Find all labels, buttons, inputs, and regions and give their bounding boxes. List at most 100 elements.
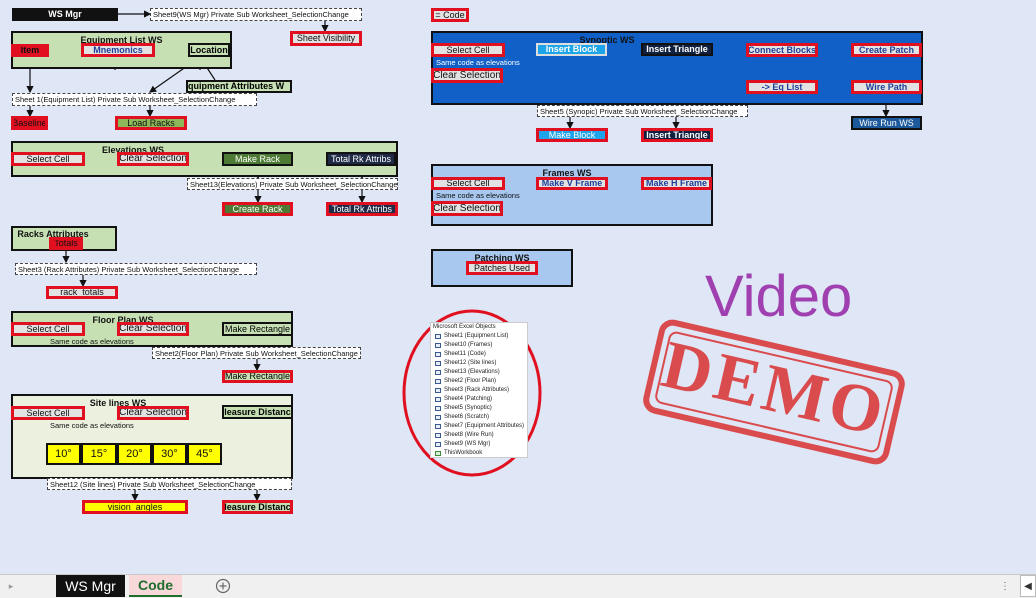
angle-buttons-row: 10° 15° 20° 30° 45° — [46, 443, 222, 465]
patching-title: Patching WS — [474, 253, 530, 263]
tab-ws-mgr[interactable]: WS Mgr — [56, 575, 125, 597]
angle-10-button[interactable]: 10° — [46, 443, 81, 465]
sheet-icon — [435, 397, 441, 402]
list-item[interactable]: Sheet3 (Rack Attributes) — [431, 386, 527, 395]
tab-options-icon[interactable]: ⋮ — [1000, 580, 1010, 592]
sheet13-code-label: Sheet13(Elevations) Private Sub Workshee… — [187, 178, 398, 190]
list-item[interactable]: ThisWorkbook — [431, 449, 527, 458]
make-rectangle-button[interactable]: Make Rectangle — [222, 322, 293, 336]
total-rk-attribs-macro-button[interactable]: Total Rk Attribs — [326, 202, 398, 216]
connect-blocks-button[interactable]: Connect Blocks — [746, 43, 818, 57]
sheet-icon — [435, 379, 441, 384]
wire-run-ws-button[interactable]: Wire Run WS — [851, 116, 922, 130]
sheet12-code-label: Sheet12 (Site lines) Private Sub Workshe… — [47, 478, 292, 490]
create-rack-button[interactable]: Create Rack — [222, 202, 293, 216]
rack-totals-button[interactable]: rack_totals — [46, 286, 118, 299]
sheet-tab-bar: ▸ WS Mgr Code ⋮ ◀ — [0, 574, 1036, 598]
video-watermark-text: Video — [705, 264, 853, 329]
elevations-title: Elevations WS — [101, 145, 164, 155]
insert-triangle-macro-button[interactable]: Insert Triangle — [641, 128, 713, 142]
elevations-select-cell-button[interactable]: Select Cell — [11, 152, 85, 166]
frames-same-code-note: Same code as elevations — [436, 191, 520, 200]
racks-attributes-title: Racks Attributes — [17, 229, 89, 239]
floorplan-select-cell-button[interactable]: Select Cell — [11, 322, 85, 336]
scroll-left-arrow-icon[interactable]: ◀ — [1020, 575, 1036, 597]
list-item[interactable]: Sheet10 (Frames) — [431, 341, 527, 350]
angle-20-button[interactable]: 20° — [117, 443, 152, 465]
object-label: Sheet2 (Floor Plan) — [444, 378, 497, 384]
insert-block-button[interactable]: Insert Block — [536, 43, 607, 56]
totals-button[interactable]: Totals — [49, 237, 83, 250]
object-label: Sheet6 (Scratch) — [444, 414, 490, 420]
frames-select-cell-button[interactable]: Select Cell — [431, 177, 505, 190]
make-rack-button[interactable]: Make Rack — [222, 152, 293, 166]
wire-path-button[interactable]: Wire Path — [851, 80, 922, 94]
list-item[interactable]: Sheet4 (Patching) — [431, 395, 527, 404]
patches-used-button[interactable]: Patches Used — [466, 261, 538, 275]
angle-45-button[interactable]: 45° — [187, 443, 222, 465]
synoptic-select-cell-button[interactable]: Select Cell — [431, 43, 505, 57]
object-label: Sheet9 (WS Mgr) — [444, 441, 491, 447]
eq-list-button[interactable]: -> Eq List — [746, 80, 818, 94]
list-item[interactable]: Sheet5 (Synoptic) — [431, 404, 527, 413]
sheet-icon — [435, 334, 441, 339]
sitelines-select-cell-button[interactable]: Select Cell — [11, 406, 85, 420]
floor-plan-panel: Floor Plan WS — [11, 311, 293, 347]
list-item[interactable]: Sheet7 (Equipment Attributes) — [431, 422, 527, 431]
location-button[interactable]: Location — [188, 43, 230, 57]
frames-title: Frames WS — [542, 168, 592, 178]
list-item[interactable]: Sheet11 (Code) — [431, 350, 527, 359]
angle-30-button[interactable]: 30° — [152, 443, 187, 465]
make-block-button[interactable]: Make Block — [536, 128, 608, 142]
list-item[interactable]: Sheet8 (Wire Run) — [431, 431, 527, 440]
floor-plan-title: Floor Plan WS — [92, 315, 154, 325]
floorplan-clear-selection-button[interactable]: Clear Selection — [117, 322, 189, 336]
excel-objects-list: Microsoft Excel Objects Sheet1 (Equipmen… — [430, 322, 528, 458]
object-label: Sheet12 (Site lines) — [444, 360, 497, 366]
sitelines-same-code-note: Same code as elevations — [50, 421, 134, 430]
sheet-icon — [435, 388, 441, 393]
object-label: Sheet7 (Equipment Attributes) — [444, 423, 525, 429]
elevations-clear-selection-button[interactable]: Clear Selection — [117, 152, 189, 166]
load-racks-button[interactable]: Load Racks — [115, 116, 187, 130]
plus-circle-icon — [215, 578, 231, 594]
add-sheet-icon[interactable] — [214, 575, 232, 597]
frames-clear-selection-button[interactable]: Clear Selection — [431, 201, 503, 216]
list-item[interactable]: Sheet6 (Scratch) — [431, 413, 527, 422]
sitelines-clear-selection-button[interactable]: Clear Selection — [117, 406, 189, 420]
equipment-list-title: Equipment List WS — [80, 35, 163, 45]
tab-scroll-left-icon[interactable]: ▸ — [8, 580, 14, 591]
sheet-icon — [435, 424, 441, 429]
sheet-icon — [435, 343, 441, 348]
objects-header: Microsoft Excel Objects — [433, 324, 496, 330]
make-h-frame-button[interactable]: Make H Frame — [641, 177, 712, 190]
sheet-icon — [435, 442, 441, 447]
sheet-visibility-button[interactable]: Sheet Visibility — [290, 31, 362, 46]
list-item[interactable]: Sheet12 (Site lines) — [431, 359, 527, 368]
list-item[interactable]: Sheet13 (Elevations) — [431, 368, 527, 377]
synoptic-clear-selection-button[interactable]: Clear Selection — [431, 68, 503, 83]
insert-triangle-button[interactable]: Insert Triangle — [641, 43, 713, 56]
baseline-button[interactable]: Baseline — [11, 116, 48, 130]
measure-distance-macro-button[interactable]: leasure Distanc — [222, 500, 293, 514]
sheet-icon — [435, 406, 441, 411]
list-item[interactable]: Sheet1 (Equipment List) — [431, 332, 527, 341]
sheet-icon — [435, 370, 441, 375]
make-v-frame-button[interactable]: Make V Frame — [536, 177, 608, 190]
object-label: Sheet8 (Wire Run) — [444, 432, 494, 438]
mnemonics-button[interactable]: Mnemonics — [81, 43, 155, 57]
make-rectangle-macro-button[interactable]: Make Rectangle — [222, 370, 293, 383]
vision-angles-button[interactable]: vision_angles — [82, 500, 188, 514]
total-rk-attribs-button[interactable]: Total Rk Attribs — [326, 152, 396, 166]
item-button[interactable]: Item — [11, 44, 49, 57]
create-patch-button[interactable]: Create Patch — [851, 43, 922, 57]
measure-distance-button[interactable]: leasure Distanc — [222, 405, 293, 419]
list-item[interactable]: Sheet2 (Floor Plan) — [431, 377, 527, 386]
angle-15-button[interactable]: 15° — [81, 443, 117, 465]
list-item[interactable]: Sheet9 (WS Mgr) — [431, 440, 527, 449]
tab-code[interactable]: Code — [129, 575, 182, 597]
sheet1-code-label: Sheet 1(Equipment List) Private Sub Work… — [12, 93, 257, 106]
object-label: Sheet10 (Frames) — [444, 342, 493, 348]
object-label: Sheet11 (Code) — [444, 351, 486, 357]
synoptic-same-code-note: Same code as elevations — [436, 58, 520, 67]
